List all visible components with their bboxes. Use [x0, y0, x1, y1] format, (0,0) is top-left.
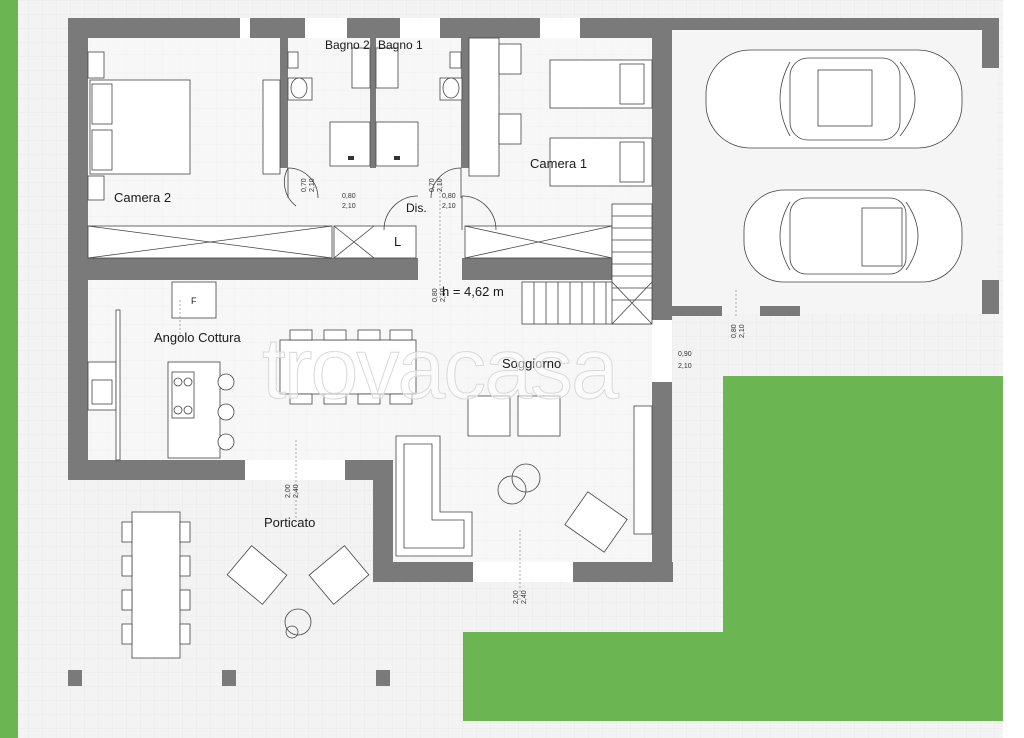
lawn-right	[723, 376, 1003, 721]
room-label-soggiorno: Soggiorno	[502, 356, 561, 371]
car-bottom	[743, 189, 963, 283]
dim-door-c2-height: 2,10	[342, 203, 356, 210]
dresser	[262, 79, 281, 175]
room-label-dis: Dis.	[406, 201, 427, 215]
dim-porch-opening-height: 2,40	[293, 484, 300, 498]
dim-dis-width: 0,80	[432, 288, 439, 302]
dim-door-c1-width: 0,80	[442, 193, 456, 200]
lawn-bottom	[463, 632, 725, 721]
dim-door-b2-width: 0,70	[301, 178, 308, 192]
dim-door-b2-height: 2,10	[309, 178, 316, 192]
room-label-camera2: Camera 2	[114, 190, 171, 205]
dim-front-opening-width: 2,00	[513, 590, 520, 604]
staircase	[521, 203, 653, 325]
kitchen-fixtures	[87, 281, 235, 461]
laundry-label: L	[394, 234, 401, 249]
dim-side-door-width: 0,90	[678, 351, 692, 358]
dim-door-c2-width: 0,80	[342, 193, 356, 200]
dim-garage-door-width: 0,80	[731, 324, 738, 338]
dim-door-c1-height: 2,10	[442, 203, 456, 210]
door-swing-camera2	[383, 195, 419, 231]
porch-cutout	[68, 462, 373, 582]
dim-side-door-height: 2,10	[678, 363, 692, 370]
room-label-camera1: Camera 1	[530, 156, 587, 171]
lawn-strip-left	[0, 0, 18, 738]
dining-table	[279, 329, 417, 405]
ceiling-height-note: h = 4,62 m	[442, 284, 504, 299]
watermark: trovacasa	[262, 321, 619, 417]
wardrobe-camera1	[464, 225, 613, 259]
living-furniture	[395, 395, 653, 557]
dim-garage-door-height: 2,10	[739, 324, 746, 338]
double-bed	[87, 51, 191, 201]
dimension-lines	[179, 180, 737, 600]
car-top	[705, 49, 963, 149]
single-beds	[549, 59, 653, 187]
room-label-bagno2: Bagno 2	[325, 38, 370, 52]
bathroom-fixtures	[284, 47, 463, 207]
porch-furniture	[68, 511, 390, 686]
dim-door-b1-height: 2,10	[437, 178, 444, 192]
dim-dis-height: 2,10	[440, 288, 447, 302]
margin-right	[1003, 0, 1024, 738]
room-label-porticato: Porticato	[264, 515, 315, 530]
room-label-angolo-cottura: Angolo Cottura	[154, 330, 241, 345]
laundry-closet	[333, 225, 417, 259]
dim-front-opening-height: 2,40	[521, 590, 528, 604]
room-label-bagno1: Bagno 1	[378, 38, 423, 52]
dim-porch-opening-width: 2,00	[285, 484, 292, 498]
fridge-label: F	[191, 296, 197, 306]
walls	[68, 18, 999, 582]
dim-door-b1-width: 0,70	[429, 178, 436, 192]
wardrobe-camera2	[87, 225, 333, 259]
desk-camera1	[468, 37, 522, 177]
door-swing-camera1	[461, 195, 497, 231]
